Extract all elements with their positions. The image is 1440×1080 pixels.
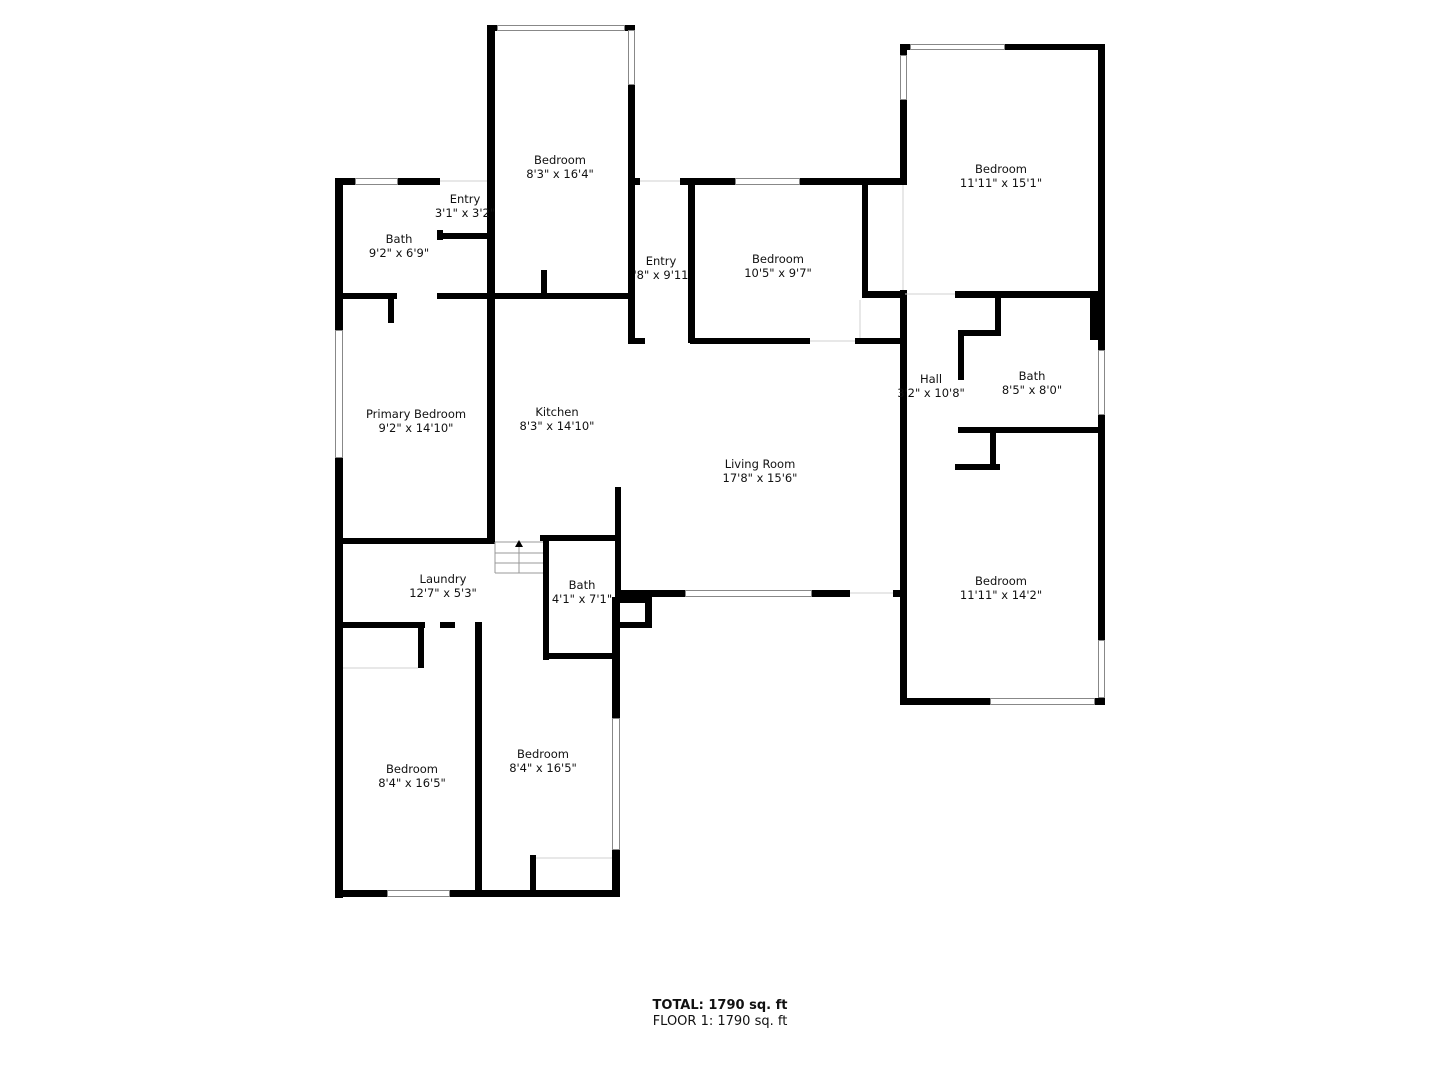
wall	[955, 464, 1000, 470]
wall	[1090, 298, 1102, 340]
wall	[628, 185, 635, 343]
wall	[900, 470, 907, 705]
wall	[900, 698, 990, 705]
wall	[437, 293, 628, 299]
area-summary: TOTAL: 1790 sq. ft FLOOR 1: 1790 sq. ft	[653, 998, 788, 1030]
wall	[475, 622, 482, 897]
wall	[543, 653, 615, 659]
wall	[1098, 44, 1105, 350]
wall	[487, 25, 495, 300]
wall	[543, 538, 549, 660]
wall	[541, 270, 547, 296]
wall	[487, 300, 495, 538]
wall	[958, 336, 964, 380]
wall	[855, 338, 900, 344]
wall	[995, 298, 1001, 335]
wall	[900, 44, 910, 50]
wall	[800, 178, 900, 185]
wall	[335, 293, 397, 299]
window	[628, 30, 635, 85]
wall	[680, 178, 690, 185]
wall	[530, 855, 536, 897]
window	[910, 44, 1005, 50]
wall	[335, 178, 355, 185]
floor-area: FLOOR 1: 1790 sq. ft	[652, 1014, 788, 1029]
window	[735, 178, 800, 185]
wall	[628, 85, 635, 185]
window	[900, 55, 907, 100]
wall	[688, 178, 695, 343]
window	[1098, 350, 1105, 415]
wall	[628, 338, 645, 344]
wall	[540, 535, 615, 541]
wall	[1098, 415, 1105, 640]
wall	[612, 850, 620, 897]
wall	[398, 178, 440, 185]
window	[335, 330, 343, 458]
window	[1098, 640, 1105, 698]
wall	[862, 185, 868, 297]
wall	[958, 427, 1105, 433]
wall	[335, 622, 425, 628]
wall	[1095, 698, 1105, 705]
wall	[335, 538, 495, 544]
stairs-icon	[494, 540, 543, 574]
wall	[900, 290, 907, 470]
wall	[900, 100, 907, 185]
wall	[612, 597, 620, 718]
wall	[628, 25, 635, 30]
window	[355, 178, 398, 185]
wall	[437, 233, 490, 239]
wall	[690, 338, 810, 344]
wall	[893, 590, 900, 597]
wall	[388, 293, 394, 323]
wall	[487, 25, 497, 31]
wall	[990, 430, 996, 470]
room-label-entry: Entry'8" x 9'11	[633, 254, 689, 282]
wall	[812, 590, 850, 597]
wall	[615, 590, 685, 597]
wall	[418, 628, 424, 668]
wall	[955, 291, 1105, 298]
wall	[958, 330, 1001, 336]
wall	[615, 487, 621, 597]
wall	[335, 890, 387, 897]
wall	[645, 597, 652, 627]
window	[497, 25, 625, 31]
wall	[628, 178, 640, 185]
window	[990, 698, 1095, 705]
wall	[615, 597, 652, 603]
total-area: TOTAL: 1790 sq. ft	[652, 998, 788, 1013]
window	[612, 718, 620, 850]
wall	[862, 291, 905, 298]
wall	[1005, 44, 1105, 50]
wall	[440, 622, 455, 628]
wall	[615, 622, 652, 628]
window	[685, 590, 812, 597]
wall	[688, 178, 735, 185]
window	[387, 890, 450, 897]
